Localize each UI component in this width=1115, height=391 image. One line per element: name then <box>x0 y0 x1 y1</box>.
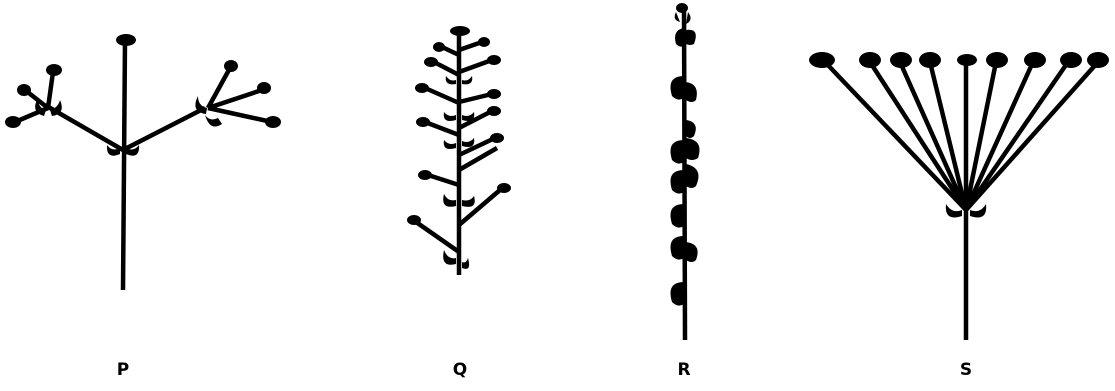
label-r: R <box>664 360 704 380</box>
label-s: S <box>946 360 986 380</box>
label-q: Q <box>440 360 480 380</box>
diagram-r <box>671 3 700 340</box>
diagram-s <box>809 52 1109 340</box>
cluster-p-left <box>5 64 62 128</box>
diagram-q <box>407 26 511 275</box>
diagram-p <box>5 34 281 290</box>
flower-p-top <box>116 34 136 46</box>
cluster-p-right <box>195 60 281 128</box>
label-p: P <box>103 360 143 380</box>
flower-q-top <box>450 26 470 36</box>
